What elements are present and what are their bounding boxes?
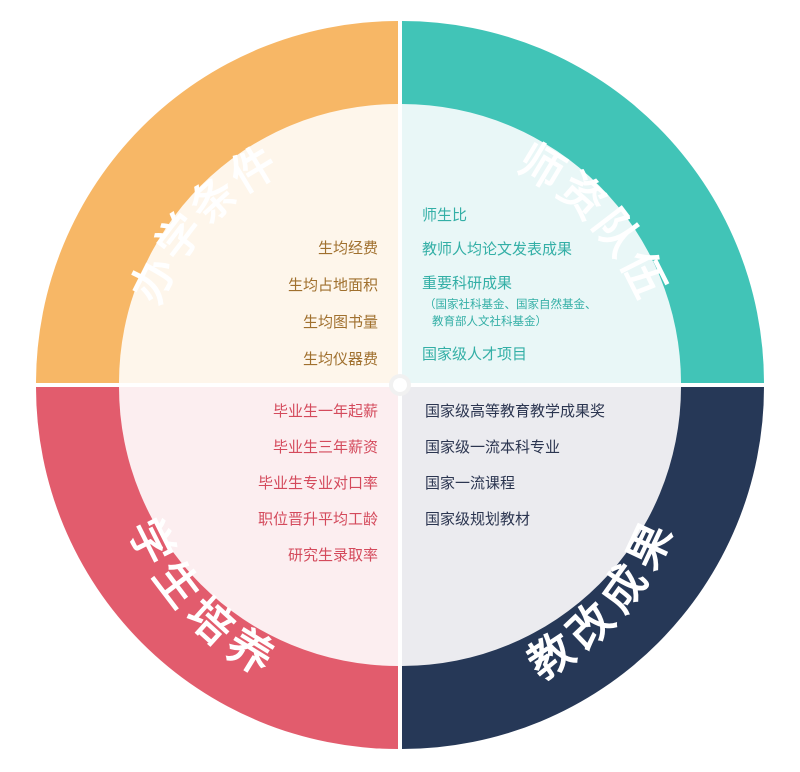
item-national-talent: 国家级人才项目	[422, 345, 528, 364]
items-school-conditions: 生均经费 生均占地面积 生均图书量 生均仪器费	[288, 241, 378, 367]
items-student-training: 毕业生一年起薪 毕业生三年薪资 毕业生专业对口率 职位晋升平均工龄 研究生录取率	[258, 404, 378, 563]
item-planned-textbook: 国家级规划教材	[425, 510, 531, 528]
item-research-results-note: （国家社科基金、国家自然基金、 教育部人文社科基金）	[422, 296, 597, 329]
research-note-line-2: 教育部人文社科基金）	[432, 313, 547, 328]
item-first-class-major: 国家级一流本科专业	[425, 438, 561, 456]
item-per-student-books: 生均图书量	[302, 313, 378, 331]
items-teaching-reform: 国家级高等教育教学成果奖 国家级一流本科专业 国家一流课程 国家级规划教材	[425, 404, 605, 527]
inner-quadrant-tr	[402, 104, 681, 383]
item-research-results: 重要科研成果	[422, 274, 513, 292]
item-major-match-rate: 毕业生专业对口率	[257, 474, 378, 492]
item-promotion-years: 职位晋升平均工龄	[257, 510, 378, 528]
item-first-year-salary: 毕业生一年起薪	[272, 402, 378, 420]
item-first-class-course: 国家一流课程	[425, 474, 516, 492]
inner-quadrant-bl	[119, 387, 398, 666]
item-student-teacher-ratio: 师生比	[422, 206, 468, 224]
item-papers-per-teacher: 教师人均论文发表成果	[422, 240, 573, 258]
item-graduate-admission-rate: 研究生录取率	[287, 546, 378, 564]
item-per-student-land: 生均占地面积	[287, 276, 378, 294]
research-note-line-1: （国家社科基金、国家自然基金、	[424, 297, 597, 311]
inner-quadrant-tl	[119, 104, 398, 383]
item-teaching-award: 国家级高等教育教学成果奖	[425, 402, 606, 420]
items-faculty: 师生比 教师人均论文发表成果 重要科研成果 （国家社科基金、国家自然基金、 教育…	[422, 208, 597, 362]
inner-quadrant-br	[402, 387, 681, 666]
center-dot	[393, 378, 407, 392]
item-per-student-equipment: 生均仪器费	[302, 350, 378, 368]
item-third-year-salary: 毕业生三年薪资	[272, 438, 378, 456]
item-per-student-funding: 生均经费	[317, 239, 378, 257]
